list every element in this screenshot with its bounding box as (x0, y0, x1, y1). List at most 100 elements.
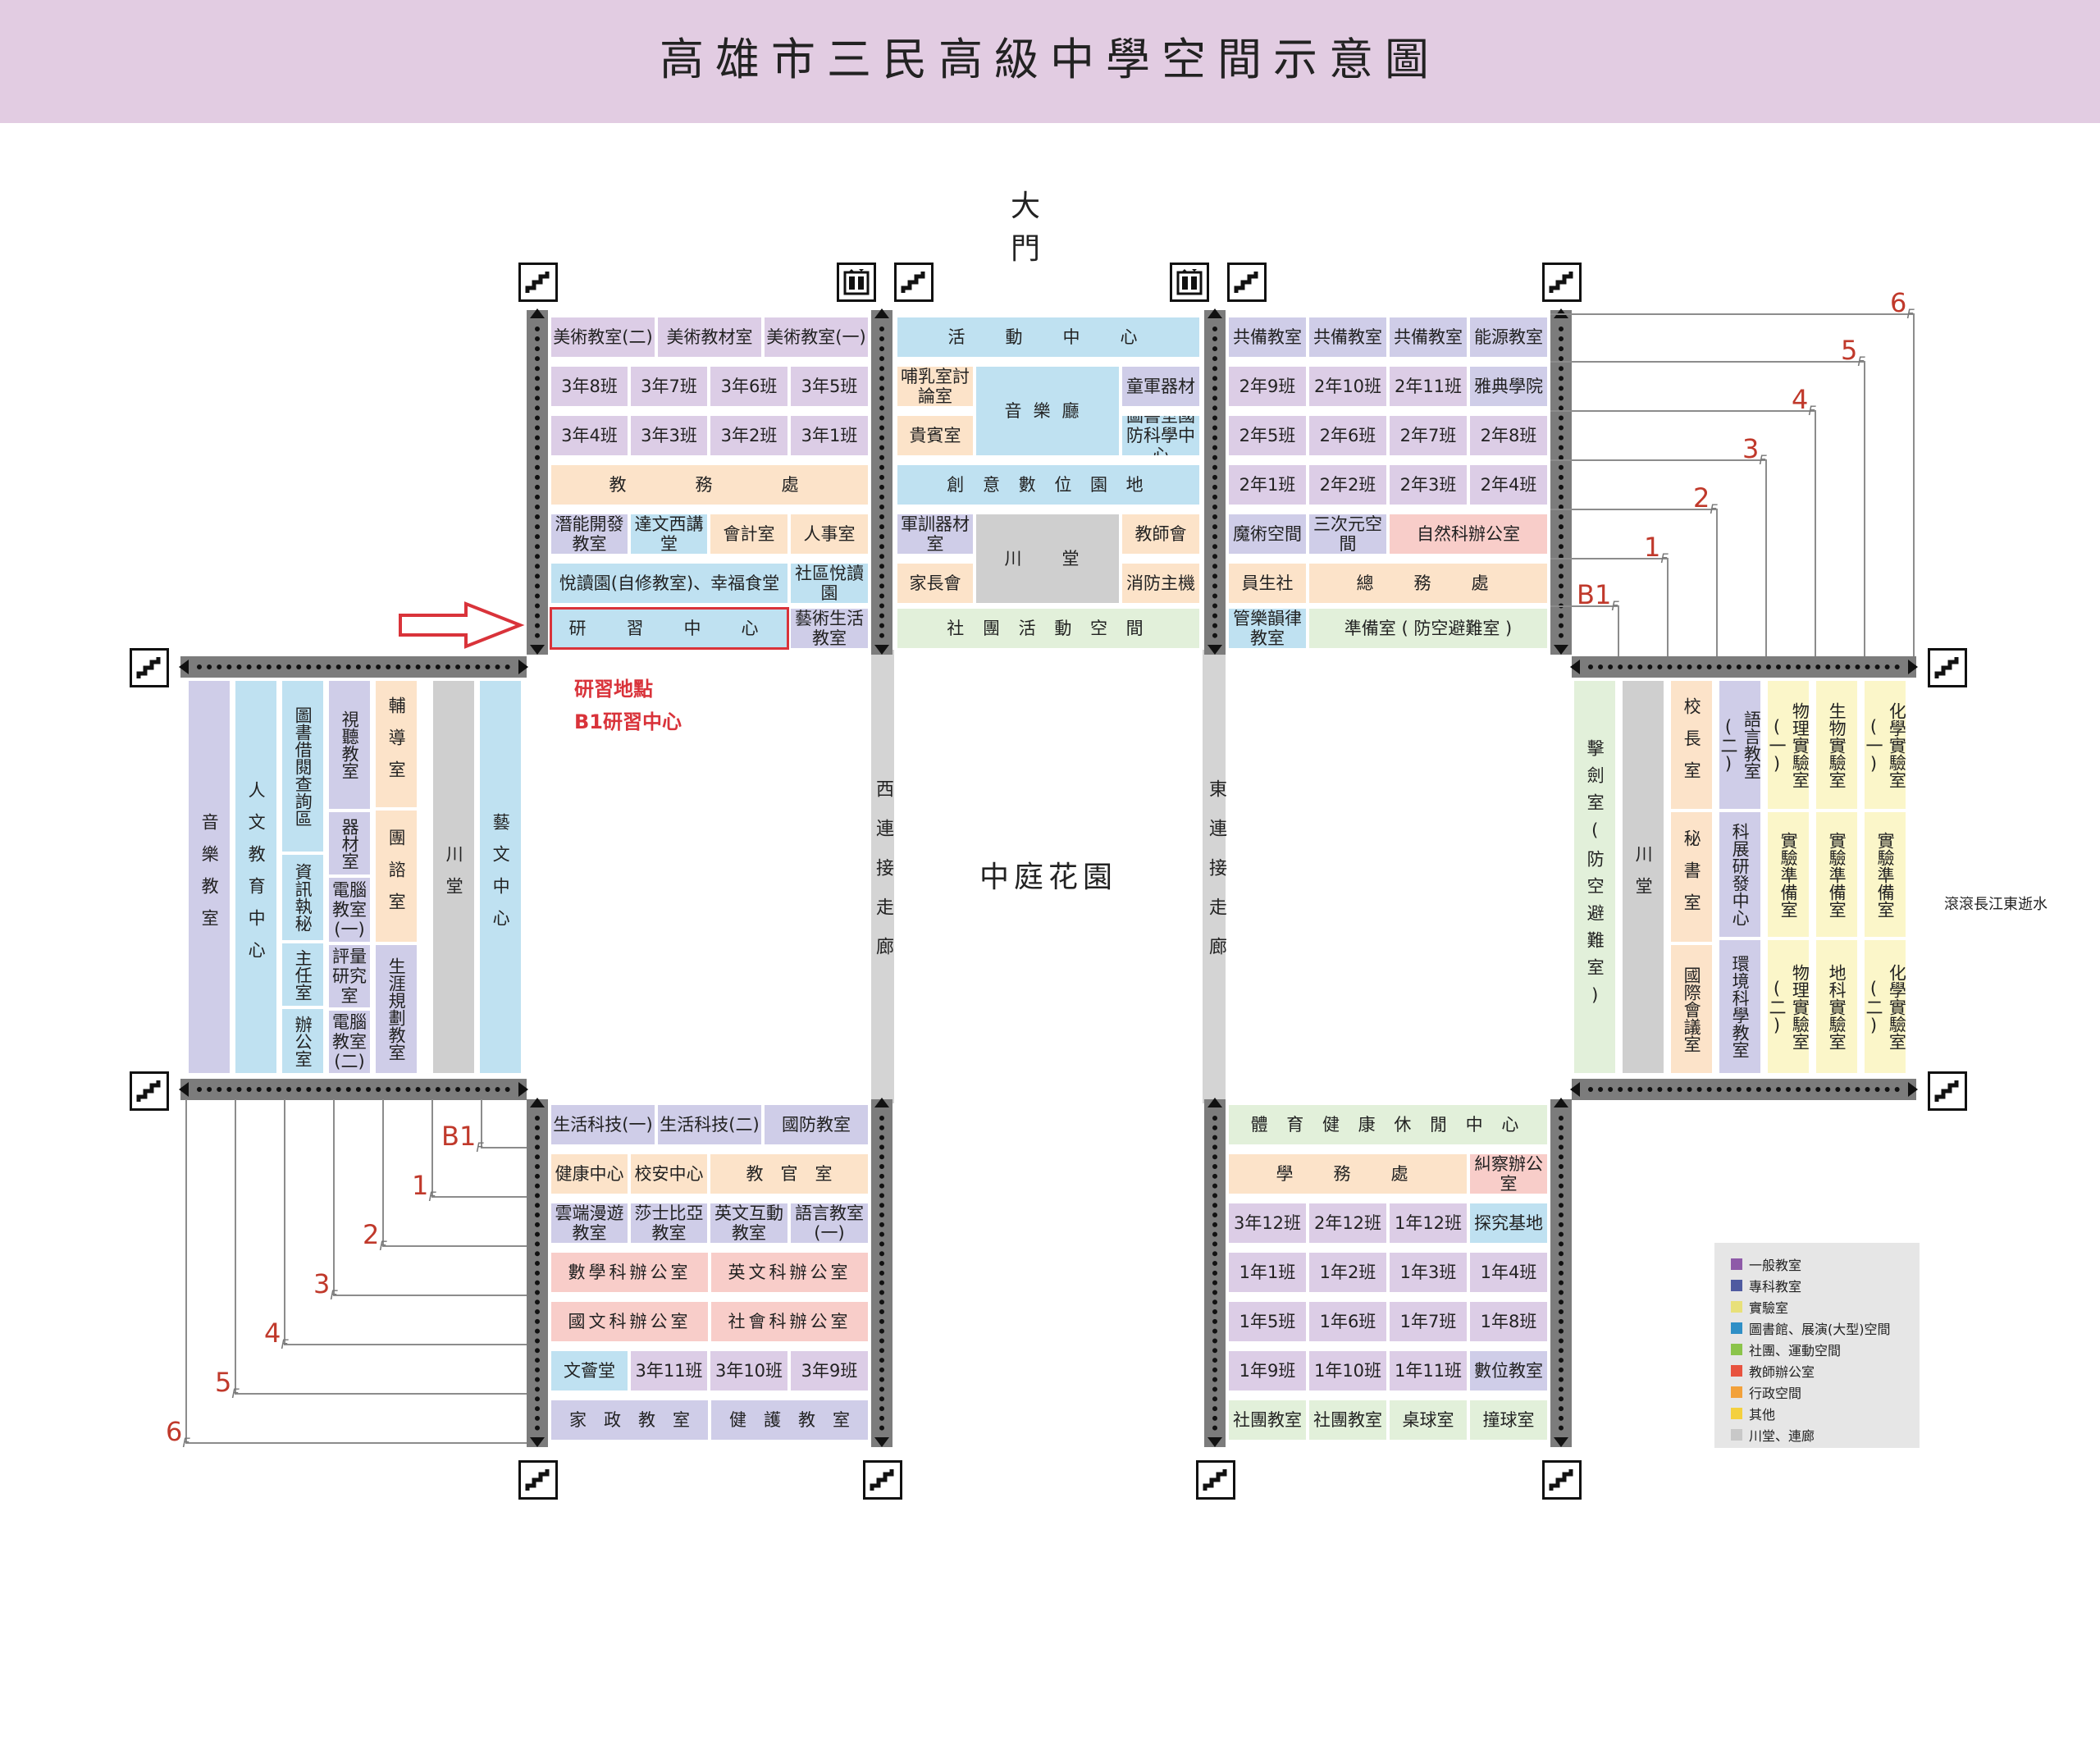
room-nc-f4-1[interactable]: 貴賓室 (896, 414, 975, 457)
room-ne-f5-4[interactable]: 雅典學院 (1468, 365, 1549, 408)
room-nc-f5-1[interactable]: 哺乳室討論室 (896, 365, 975, 408)
room-west-library-query[interactable]: 圖書借閱查詢區 (281, 679, 325, 853)
room-nc-f6-activity-center[interactable]: 活 動 中 心 (896, 316, 1201, 358)
room-ne-f6-4[interactable]: 能源教室 (1468, 316, 1549, 358)
room-ne-f1-general-affairs[interactable]: 總 務 處 (1308, 562, 1549, 605)
room-ne-f5-2[interactable]: 2年10班 (1308, 365, 1388, 408)
room-west-office[interactable]: 辦公室 (281, 1007, 325, 1075)
room-se-b1-sports-center[interactable]: 體 育 健 康 休 閒 中 心 (1227, 1103, 1549, 1146)
room-east-secretary[interactable]: 秘書室 (1669, 811, 1714, 943)
room-east-physics-2[interactable]: 物理實驗室(二) (1766, 938, 1810, 1075)
room-nw-f4-1[interactable]: 3年4班 (550, 414, 629, 457)
room-se-f4-1[interactable]: 1年5班 (1227, 1300, 1308, 1343)
room-sw-f2-3[interactable]: 英文互動教室 (709, 1202, 789, 1244)
room-se-f6-3[interactable]: 桌球室 (1388, 1399, 1468, 1441)
room-sw-b1-2[interactable]: 生活科技(二) (656, 1103, 763, 1146)
room-se-f3-3[interactable]: 1年3班 (1388, 1251, 1468, 1294)
room-ne-f3-2[interactable]: 2年2班 (1308, 464, 1388, 506)
room-se-f1-2[interactable]: 糾察辦公室 (1468, 1153, 1549, 1195)
room-nw-f2-2[interactable]: 達文西講堂 (629, 513, 709, 555)
room-se-f3-1[interactable]: 1年1班 (1227, 1251, 1308, 1294)
room-west-hall[interactable]: 川堂 (431, 679, 476, 1075)
room-ne-f6-2[interactable]: 共備教室 (1308, 316, 1388, 358)
room-se-f5-1[interactable]: 1年9班 (1227, 1349, 1308, 1392)
room-west-director[interactable]: 主任室 (281, 942, 325, 1007)
room-se-f5-2[interactable]: 1年10班 (1308, 1349, 1388, 1392)
room-ne-f3-1[interactable]: 2年1班 (1227, 464, 1308, 506)
room-ne-f5-3[interactable]: 2年11班 (1388, 365, 1468, 408)
room-nc-b1-club-space[interactable]: 社 團 活 動 空 間 (896, 607, 1201, 650)
room-nc-f2-1[interactable]: 軍訓器材室 (896, 513, 975, 555)
room-sw-f6-health[interactable]: 健 護 教 室 (710, 1399, 870, 1441)
room-east-environment[interactable]: 環境科學教室 (1718, 938, 1762, 1075)
room-east-hall[interactable]: 川堂 (1621, 679, 1665, 1075)
room-sw-f5-2[interactable]: 3年11班 (629, 1349, 709, 1392)
room-ne-f4-2[interactable]: 2年6班 (1308, 414, 1388, 457)
room-ne-f1-1[interactable]: 員生社 (1227, 562, 1308, 605)
room-ne-f3-4[interactable]: 2年4班 (1468, 464, 1549, 506)
room-nw-f1-2[interactable]: 社區悅讀園 (789, 562, 870, 605)
room-ne-f4-1[interactable]: 2年5班 (1227, 414, 1308, 457)
room-sw-f1-3[interactable]: 教 官 室 (709, 1153, 870, 1195)
room-nc-f4-3[interactable]: 圖書室國防科學中心 (1121, 414, 1201, 457)
room-east-chemistry-2[interactable]: 化學實驗室(二) (1863, 938, 1907, 1075)
room-nc-f5-3[interactable]: 童軍器材 (1121, 365, 1201, 408)
room-nc-concert-hall[interactable]: 音樂廳 (975, 365, 1121, 457)
room-sw-b1-1[interactable]: 生活科技(一) (550, 1103, 656, 1146)
room-west-counseling[interactable]: 輔導室 (374, 679, 418, 809)
room-east-principal[interactable]: 校長室 (1669, 679, 1714, 811)
room-nc-hall[interactable]: 川 堂 (975, 513, 1121, 605)
room-sw-b1-3[interactable]: 國防教室 (763, 1103, 870, 1146)
room-nc-f2-3[interactable]: 教師會 (1121, 513, 1201, 555)
room-se-f5-3[interactable]: 1年11班 (1388, 1349, 1468, 1392)
room-se-f2-4[interactable]: 探究基地 (1468, 1202, 1549, 1244)
room-se-f3-4[interactable]: 1年4班 (1468, 1251, 1549, 1294)
room-se-f3-2[interactable]: 1年2班 (1308, 1251, 1388, 1294)
room-east-physics-1[interactable]: 物理實驗室(一) (1766, 679, 1810, 811)
room-east-science-fair[interactable]: 科展研發中心 (1718, 811, 1762, 938)
room-se-f4-2[interactable]: 1年6班 (1308, 1300, 1388, 1343)
room-nw-f5-3[interactable]: 3年6班 (709, 365, 789, 408)
room-nc-f3-digital[interactable]: 創 意 數 位 園 地 (896, 464, 1201, 506)
room-ne-f2-2[interactable]: 三次元空間 (1308, 513, 1388, 555)
room-ne-f6-1[interactable]: 共備教室 (1227, 316, 1308, 358)
room-sw-f4-social[interactable]: 社會科辦公室 (710, 1300, 870, 1343)
room-ne-b1-1[interactable]: 管樂韻律教室 (1227, 607, 1308, 650)
room-sw-f1-1[interactable]: 健康中心 (550, 1153, 629, 1195)
room-nw-f4-4[interactable]: 3年1班 (789, 414, 870, 457)
room-east-biology[interactable]: 生物實驗室 (1815, 679, 1859, 811)
room-sw-f2-1[interactable]: 雲端漫遊教室 (550, 1202, 629, 1244)
room-sw-f3-english[interactable]: 英文科辦公室 (710, 1251, 870, 1294)
room-ne-f4-3[interactable]: 2年7班 (1388, 414, 1468, 457)
room-se-f2-3[interactable]: 1年12班 (1388, 1202, 1468, 1244)
room-west-group-counseling[interactable]: 團諮室 (374, 809, 418, 943)
room-east-earth-science[interactable]: 地科實驗室 (1815, 938, 1859, 1075)
room-nw-f4-3[interactable]: 3年2班 (709, 414, 789, 457)
room-nw-f5-4[interactable]: 3年5班 (789, 365, 870, 408)
room-ne-f4-4[interactable]: 2年8班 (1468, 414, 1549, 457)
room-west-career[interactable]: 生涯規劃教室 (374, 943, 418, 1075)
room-ne-f2-3[interactable]: 自然科辦公室 (1388, 513, 1549, 555)
room-se-f2-1[interactable]: 3年12班 (1227, 1202, 1308, 1244)
room-nw-f5-2[interactable]: 3年7班 (629, 365, 709, 408)
room-sw-f5-4[interactable]: 3年9班 (789, 1349, 870, 1392)
room-sw-f4-chinese[interactable]: 國文科辦公室 (550, 1300, 710, 1343)
room-west-arts-center[interactable]: 藝文中心 (478, 679, 523, 1075)
room-nc-f1-1[interactable]: 家長會 (896, 562, 975, 605)
room-nw-f3-academic-affairs[interactable]: 教 務 處 (550, 464, 870, 506)
room-west-av[interactable]: 視聽教室 (327, 679, 372, 811)
room-west-computer-2[interactable]: 電腦教室(二) (327, 1009, 372, 1075)
room-sw-f1-2[interactable]: 校安中心 (629, 1153, 709, 1195)
room-sw-f3-math[interactable]: 數學科辦公室 (550, 1251, 710, 1294)
room-east-language-2[interactable]: 語言教室(二) (1718, 679, 1762, 811)
room-nw-f5-1[interactable]: 3年8班 (550, 365, 629, 408)
room-sw-f5-3[interactable]: 3年10班 (709, 1349, 789, 1392)
room-nc-f1-3[interactable]: 消防主機 (1121, 562, 1201, 605)
room-ne-b1-2[interactable]: 準備室 ( 防空避難室 ) (1308, 607, 1549, 650)
room-nw-b1-training-center[interactable]: 研 習 中 心 (550, 607, 789, 650)
room-west-equipment[interactable]: 器材室 (327, 811, 372, 876)
room-se-f1-student-affairs[interactable]: 學 務 處 (1227, 1153, 1468, 1195)
room-nw-f2-3[interactable]: 會計室 (709, 513, 789, 555)
room-se-f4-3[interactable]: 1年7班 (1388, 1300, 1468, 1343)
room-ne-f2-1[interactable]: 魔術空間 (1227, 513, 1308, 555)
